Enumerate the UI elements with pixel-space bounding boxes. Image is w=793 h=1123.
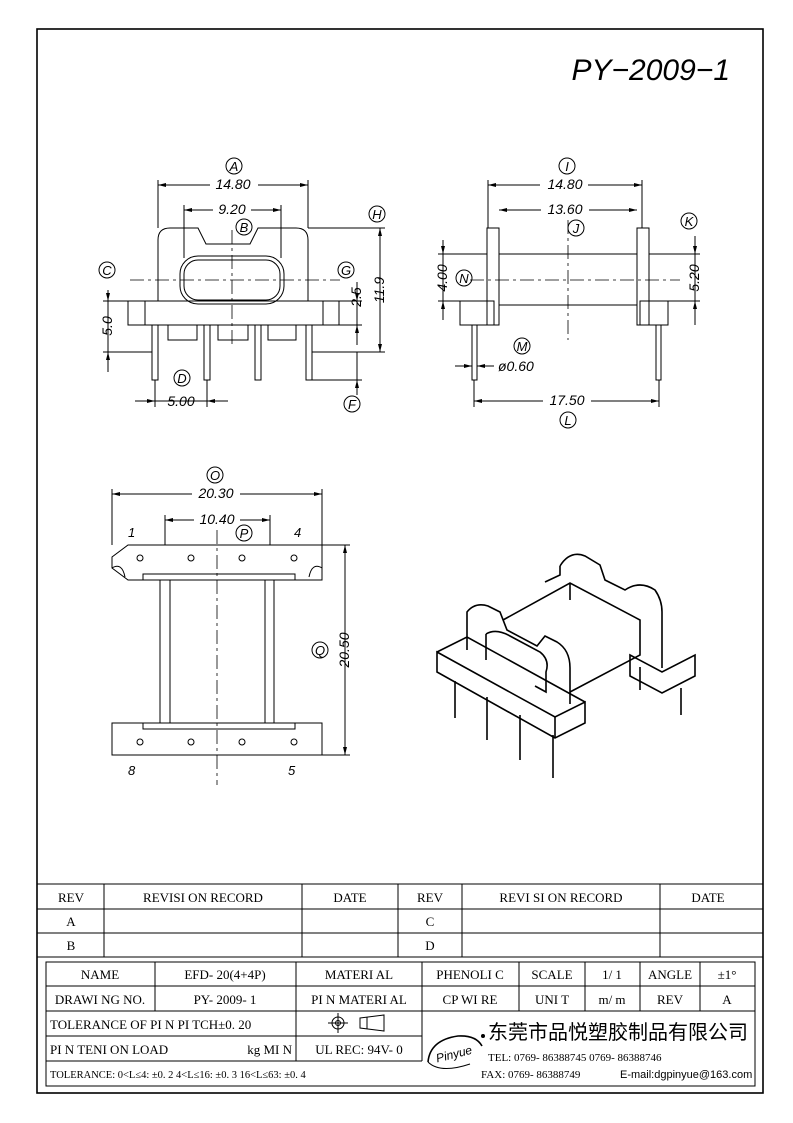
projection-symbol xyxy=(328,1013,385,1033)
dim-h-letter: H xyxy=(372,207,382,222)
dim-b-value: 9.20 xyxy=(218,201,245,217)
dim-d-value: 5.00 xyxy=(167,393,194,409)
dim-m-letter: M xyxy=(517,339,528,354)
date-header-2: DATE xyxy=(691,890,724,905)
pin-number-4: 4 xyxy=(294,525,301,540)
front-feet xyxy=(167,325,297,341)
dim-k-value: 5.20 xyxy=(686,264,702,291)
revision-record-header-1: REVISI ON RECORD xyxy=(143,890,263,905)
dim-d-letter: D xyxy=(177,371,186,386)
pin-number-8: 8 xyxy=(128,763,136,778)
scale-value: 1/ 1 xyxy=(602,967,622,982)
side-pin-right xyxy=(655,324,662,381)
company-email: E-mail:dgpinyue@163.com xyxy=(620,1069,752,1081)
dim-o-value: 20.30 xyxy=(197,485,233,501)
name-value: EFD- 20(4+4P) xyxy=(184,967,265,982)
tolerance-line: TOLERANCE: 0<L≤4: ±0. 2 4<L≤16: ±0. 3 16… xyxy=(50,1070,306,1081)
dim-p-letter: P xyxy=(240,526,249,541)
rev-row-c: C xyxy=(426,914,435,929)
dim-b-letter: B xyxy=(240,220,249,235)
rev-label: REV xyxy=(657,992,684,1007)
pin-tension-label: PI N TENI ON LOAD xyxy=(50,1042,168,1057)
logo-text: Pinyue xyxy=(435,1043,474,1066)
side-pin-left xyxy=(471,324,478,381)
front-view: 14.80 A 9.20 B 11.9 H 2.5 G 5.0 xyxy=(98,157,387,413)
dim-i-letter: I xyxy=(565,159,569,174)
dim-l-letter: L xyxy=(564,413,571,428)
dim-i-value: 14.80 xyxy=(547,176,582,192)
dim-n-value: 4.00 xyxy=(434,264,450,291)
side-flange-right xyxy=(636,227,650,326)
pinyue-logo: Pinyue xyxy=(427,1034,485,1069)
revision-record-header-2: REVI SI ON RECORD xyxy=(499,890,622,905)
scale-label: SCALE xyxy=(531,967,572,982)
drawing-no-label: DRAWI NG NO. xyxy=(55,992,145,1007)
drawing-number: PY−2009−1 xyxy=(572,54,730,87)
pin-tension-unit: kg MI N xyxy=(247,1042,292,1057)
pin-material-label: PI N MATERI AL xyxy=(311,992,407,1007)
dim-c-value: 5.0 xyxy=(99,316,115,336)
dim-g-value: 2.5 xyxy=(348,287,364,308)
ul-rec: UL REC: 94V- 0 xyxy=(315,1042,403,1057)
pin-material-value: CP WI RE xyxy=(443,992,498,1007)
tolerance-pitch: TOLERANCE OF PI N PI TCH±0. 20 xyxy=(50,1017,251,1032)
front-base xyxy=(127,300,340,326)
unit-value: m/ m xyxy=(598,992,625,1007)
unit-label: UNI T xyxy=(535,992,569,1007)
rev-header-1: REV xyxy=(58,890,85,905)
front-pin xyxy=(203,324,211,381)
front-pin xyxy=(254,324,262,381)
dim-q-value: 20.50 xyxy=(336,632,352,668)
revision-table: REV REVISI ON RECORD DATE REV REVI SI ON… xyxy=(37,883,763,958)
rev-header-2: REV xyxy=(417,890,444,905)
dim-a-letter: A xyxy=(229,159,239,174)
rev-row-b: B xyxy=(67,938,76,953)
drawing-no-value: PY- 2009- 1 xyxy=(194,992,257,1007)
pin-number-5: 5 xyxy=(288,763,296,778)
angle-label: ANGLE xyxy=(648,967,692,982)
dim-l-value: 17.50 xyxy=(549,392,584,408)
company-fax: FAX: 0769- 86388749 xyxy=(481,1069,581,1081)
front-pin xyxy=(305,324,313,381)
name-label: NAME xyxy=(81,967,119,982)
dim-q-letter: Q xyxy=(315,643,325,658)
dim-h-value: 11.9 xyxy=(371,277,387,303)
company-name: 东莞市品悦塑胶制品有限公司 xyxy=(488,1020,748,1044)
isometric-view xyxy=(436,553,696,778)
side-view: 14.80 I 13.60 J 5.20 K 4.00 N ø0.60 M xyxy=(434,157,702,429)
dim-j-letter: J xyxy=(572,221,580,236)
pin-number-1: 1 xyxy=(128,525,135,540)
rev-value: A xyxy=(722,992,732,1007)
sheet-border xyxy=(36,28,764,1094)
front-base-inner xyxy=(144,300,324,326)
dim-p-value: 10.40 xyxy=(199,511,234,527)
material-value: PHENOLI C xyxy=(436,967,504,982)
side-flange-left xyxy=(486,227,500,326)
bottom-view: 1 4 8 5 20.30 O 10.40 P 20.50 Q xyxy=(111,466,352,785)
dim-n-letter: N xyxy=(459,271,469,286)
title-block: NAME EFD- 20(4+4P) MATERI AL PHENOLI C S… xyxy=(45,961,756,1087)
dim-g-letter: G xyxy=(341,263,351,278)
front-flange-outline xyxy=(157,227,309,301)
dim-c-letter: C xyxy=(102,263,112,278)
date-header-1: DATE xyxy=(333,890,366,905)
front-pin xyxy=(151,324,159,381)
dim-a-value: 14.80 xyxy=(215,176,250,192)
angle-value: ±1° xyxy=(718,967,737,982)
material-label: MATERI AL xyxy=(325,967,393,982)
rev-row-a: A xyxy=(66,914,76,929)
dim-k-letter: K xyxy=(685,214,695,229)
rev-row-d: D xyxy=(425,938,434,953)
dim-m-value: ø0.60 xyxy=(498,358,534,374)
dim-f-letter: F xyxy=(348,397,357,412)
dim-j-value: 13.60 xyxy=(547,201,582,217)
dim-o-letter: O xyxy=(210,468,220,483)
company-tel: TEL: 0769- 86388745 0769- 86388746 xyxy=(488,1052,662,1064)
